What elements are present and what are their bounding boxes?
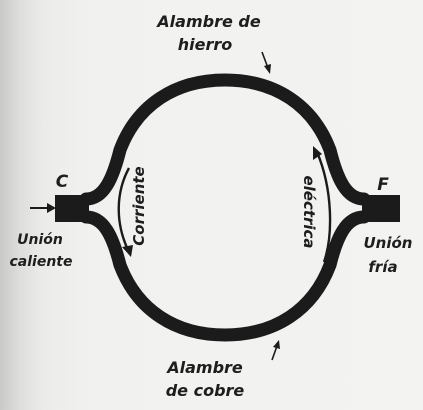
current-label-right: eléctrica: [300, 175, 318, 248]
hot-junction-label-line2: caliente: [10, 254, 73, 270]
junction-c-label: C: [56, 172, 69, 192]
current-arrows: [117, 146, 332, 263]
hot-junction-label-line1: Unión: [17, 232, 63, 248]
iron-wire-upper: [79, 73, 371, 206]
iron-wire-label-line2: hierro: [178, 35, 233, 54]
hot-junction-block: [55, 195, 89, 222]
current-label-left: Corriente: [130, 166, 148, 245]
cold-junction-label-line1: Unión: [364, 234, 413, 252]
current-arrow-left: [117, 167, 131, 251]
label-pointers: [261, 51, 280, 361]
copper-wire-label-line2: de cobre: [166, 381, 245, 400]
cold-junction-block: [362, 195, 400, 222]
current-arrow-right: [315, 151, 332, 263]
junction-f-label: F: [377, 175, 389, 195]
copper-wire-lower: [79, 210, 371, 342]
copper-wire-label-line1: Alambre: [165, 358, 243, 377]
heat-input-arrow: [30, 203, 56, 213]
wire-loop: [79, 73, 371, 342]
cold-junction-label-line2: fría: [368, 258, 397, 276]
iron-wire-label-line1: Alambre de: [155, 12, 261, 31]
